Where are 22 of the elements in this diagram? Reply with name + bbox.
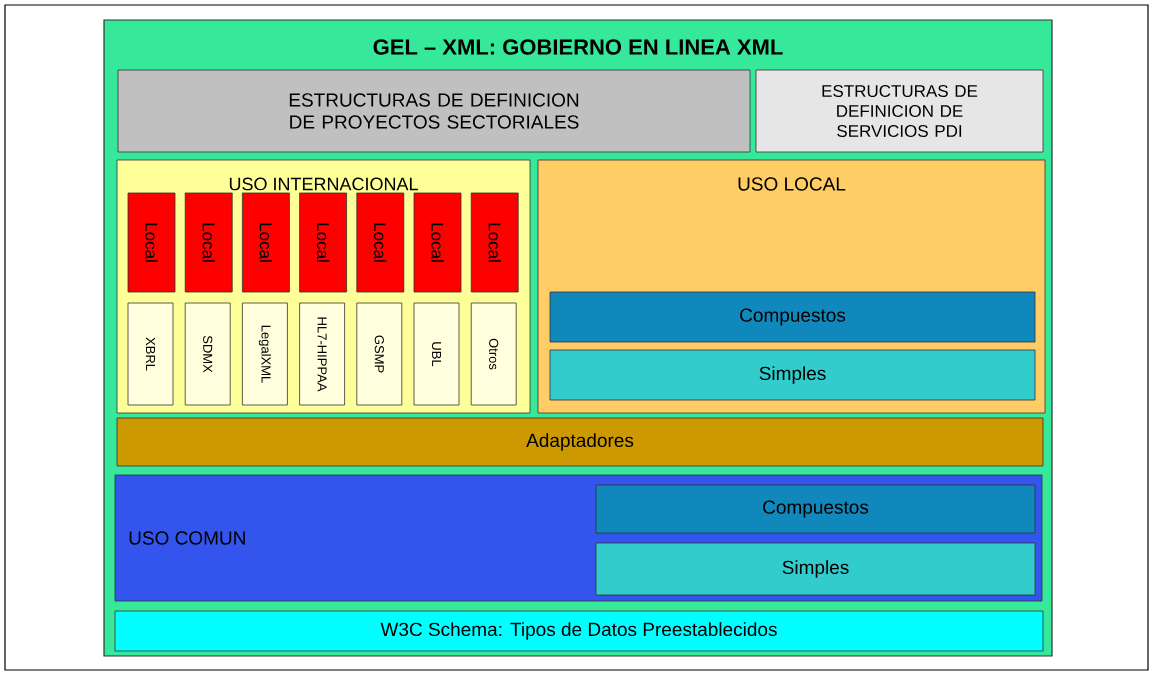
layer-box: Simples xyxy=(549,349,1036,401)
standard-block: Otros xyxy=(470,302,517,406)
standard-block: SDMX xyxy=(184,302,231,406)
layer-bar: Adaptadores xyxy=(116,417,1044,467)
standard-block: XBRL xyxy=(127,302,174,406)
standard-block: GSMP xyxy=(356,302,403,406)
local-block: Local xyxy=(470,192,519,293)
layer-box: Compuestos xyxy=(595,484,1036,534)
layer-box: Compuestos xyxy=(549,291,1036,343)
standard-block: UBL xyxy=(413,302,460,406)
standard-block: HL7-HIPPAA xyxy=(299,302,345,406)
layer-box: ESTRUCTURAS DE DEFINICION DE PROYECTOS SECTORIALES xyxy=(117,69,751,153)
local-block: Local xyxy=(127,192,176,293)
local-block: Local xyxy=(356,192,405,293)
layer-box: Simples xyxy=(595,542,1036,596)
local-block: Local xyxy=(299,192,347,293)
local-block: Local xyxy=(184,192,233,293)
local-block: Local xyxy=(413,192,462,293)
layer-bar: W3C Schema: Tipos de Datos Preestablecidos xyxy=(114,610,1044,652)
standard-block: LegalXML xyxy=(242,302,288,406)
local-block: Local xyxy=(242,192,290,293)
layer-box: ESTRUCTURAS DE DEFINICION DE SERVICIOS PDI xyxy=(755,69,1044,153)
